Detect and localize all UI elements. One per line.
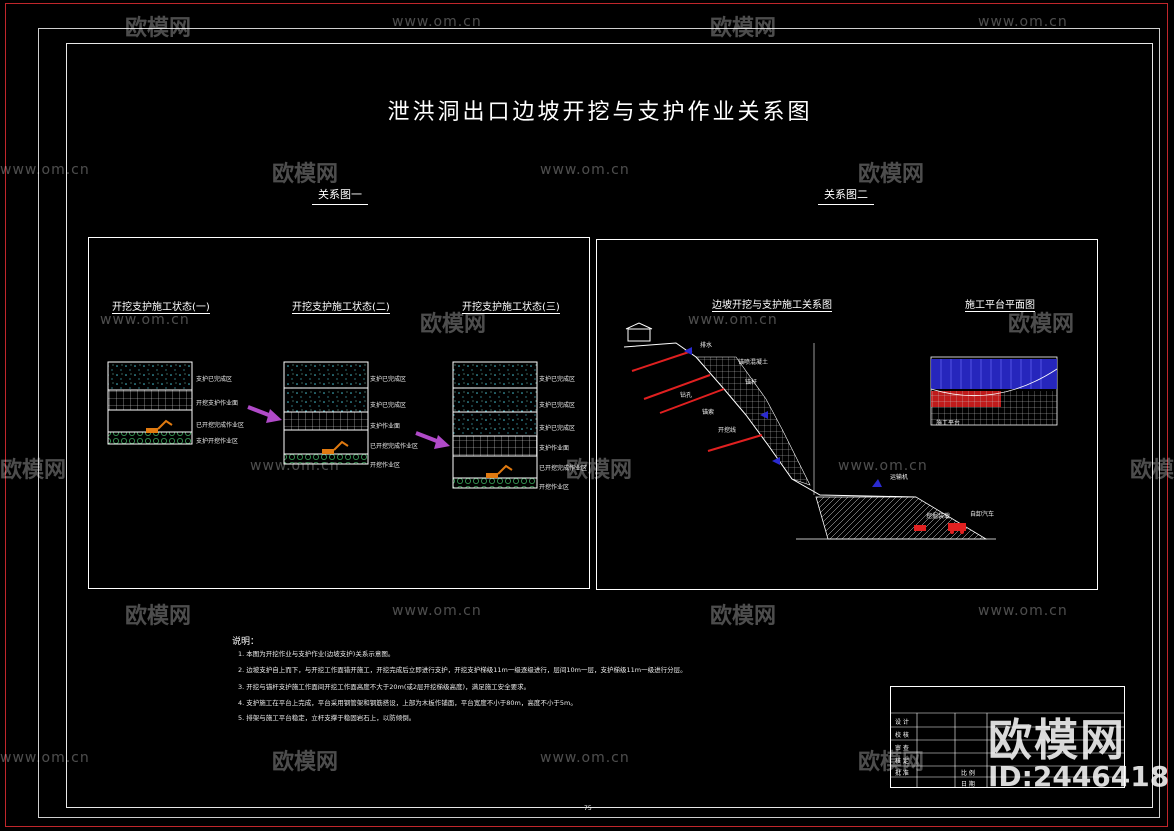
watermark-url: www.om.cn	[688, 312, 778, 328]
zone-label: 支护已完成区	[370, 376, 407, 383]
drawing-frame	[66, 43, 1153, 808]
label-anchor-bolt: 锚杆	[745, 379, 758, 386]
state2-block	[283, 361, 369, 465]
tb-row: 批 准	[895, 770, 909, 777]
zone-label: 支护已完成区	[539, 402, 576, 409]
diagram1-drawing	[107, 361, 538, 489]
plan-title: 施工平台平面图	[965, 296, 1035, 312]
zone-label: 开挖作业区	[539, 484, 570, 491]
tb-row: 审 查	[895, 745, 909, 752]
zone-label: 已开挖完成作业区	[539, 465, 588, 472]
watermark-url: www.om.cn	[978, 603, 1068, 619]
tb-scale: 比 例	[961, 770, 975, 777]
zone-label: 支护作业面	[539, 445, 570, 452]
tb-date: 日 期	[961, 781, 975, 788]
diagram2-heading: 关系图二	[818, 186, 874, 205]
watermark-logo: 欧模网	[710, 604, 777, 629]
zone-label: 支护已完成区	[370, 402, 407, 409]
note-item: 3. 开挖与锚杆支护施工作面间开挖工作面高度不大于20m(或2层开挖梯级高度)，…	[238, 683, 531, 691]
diagram1-heading: 关系图一	[312, 186, 368, 205]
note-item: 2. 边坡支护自上而下，与开挖工作面错开施工，开挖完成后立即进行支护，开挖支护梯…	[238, 666, 687, 674]
zone-label: 已开挖完成作业区	[370, 443, 419, 450]
zone-label: 支护已完成区	[539, 376, 576, 383]
label-drilling: 钻孔	[680, 392, 693, 399]
watermark-url: www.om.cn	[540, 162, 630, 178]
watermark-id: ID:2446418	[988, 760, 1170, 793]
diagram1-panel	[88, 237, 590, 589]
watermark-logo: 欧模网	[1008, 312, 1075, 337]
note-item: 5. 排架与施工平台稳定，立杆支撑于稳固岩石上，以防倾倒。	[238, 714, 416, 722]
title-block: 设 计 校 核 审 查 核 定 批 准 比 例 日 期	[890, 686, 1125, 788]
diagram2-panel	[596, 239, 1098, 590]
zone-label: 开挖支护作业面	[196, 400, 239, 407]
label-anchor-cable: 锚索	[702, 409, 715, 416]
building-icon	[625, 322, 653, 342]
excavator-icon	[322, 440, 349, 454]
excavator-icon	[146, 419, 173, 433]
state1-title: 开挖支护施工状态(一)	[112, 298, 210, 314]
label-excavation-line: 开挖线	[718, 427, 737, 434]
watermark-logo: 欧模网	[1130, 458, 1174, 483]
watermark-logo: 欧模网	[0, 458, 67, 483]
label-dump-truck: 自卸汽车	[970, 511, 995, 518]
watermark-url: www.om.cn	[392, 14, 482, 30]
state2-title: 开挖支护施工状态(二)	[292, 298, 390, 314]
excavator-icon	[486, 464, 513, 478]
loader-icon	[914, 525, 926, 531]
label-loader: 挖掘装载	[926, 513, 951, 520]
tb-row: 设 计	[895, 719, 909, 726]
watermark-url: www.om.cn	[838, 458, 928, 474]
note-item: 4. 支护施工在平台上完成，平台采用钢管架和钢筋搭设，上部为木板作铺面，平台宽度…	[238, 699, 577, 707]
zone-label: 已开挖完成作业区	[196, 422, 245, 429]
dump-truck-icon	[948, 523, 966, 534]
zone-label: 支护开挖作业区	[196, 438, 239, 445]
watermark-logo: 欧模网	[566, 458, 633, 483]
watermark-logo: 欧模网	[858, 750, 925, 775]
zone-label: 支护作业面	[370, 423, 401, 430]
sheet-border-red	[5, 3, 1168, 827]
watermark-logo: 欧模网	[420, 312, 487, 337]
watermark-logo: 欧模网	[710, 16, 777, 41]
drawing-title: 泄洪洞出口边坡开挖与支护作业关系图	[387, 100, 813, 125]
zone-label: 支护已完成区	[539, 425, 576, 432]
notes-heading: 说明：	[232, 637, 260, 647]
label-drainage: 排水	[700, 342, 713, 349]
watermark-url: www.om.cn	[392, 603, 482, 619]
watermark-url: www.om.cn	[100, 312, 190, 328]
label-platform: 施工平台	[936, 420, 961, 427]
label-transport: 运输机	[890, 474, 909, 481]
watermark-logo: 欧模网	[272, 750, 339, 775]
diagram2-drawing	[623, 322, 1058, 540]
watermark-url: www.om.cn	[0, 162, 90, 178]
state3-title: 开挖支护施工状态(三)	[462, 298, 560, 314]
note-item: 1. 本图为开挖作业与支护作业(边坡支护)关系示意图。	[238, 650, 395, 658]
state3-block	[452, 361, 538, 489]
tb-row: 校 核	[895, 732, 909, 739]
state1-block	[107, 361, 193, 445]
zone-label: 开挖作业区	[370, 462, 401, 469]
tb-row: 核 定	[895, 758, 909, 765]
label-shotcrete: 锚喷混凝土	[738, 359, 769, 366]
watermark-url: www.om.cn	[978, 14, 1068, 30]
watermark-url: www.om.cn	[540, 750, 630, 766]
watermark-logo: 欧模网	[858, 162, 925, 187]
watermark-logo: 欧模网	[272, 162, 339, 187]
sheet-border-outer	[38, 28, 1160, 818]
watermark-logo: 欧模网	[125, 16, 192, 41]
watermark-url: www.om.cn	[0, 750, 90, 766]
watermark-big-logo: 欧模网	[988, 715, 1126, 766]
page-number: 75	[584, 805, 592, 812]
zone-label: 支护已完成区	[196, 376, 233, 383]
watermark-logo: 欧模网	[125, 604, 192, 629]
section-title: 边坡开挖与支护施工关系图	[712, 296, 832, 312]
